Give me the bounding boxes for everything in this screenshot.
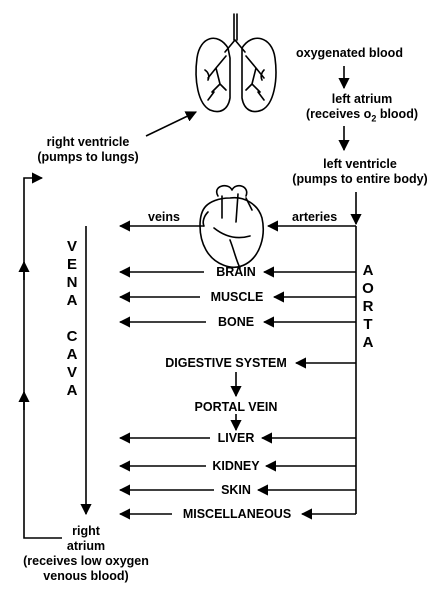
vertical-letter: V — [66, 238, 77, 255]
organ-digestive-system: DIGESTIVE SYSTEM — [165, 356, 287, 370]
right-atrium-title-2: atrium — [66, 539, 106, 553]
vertical-letter: A — [66, 292, 78, 309]
organ-portal-vein: PORTAL VEIN — [194, 400, 278, 414]
left-ventricle-title: left ventricle — [323, 157, 397, 171]
oxygen-subscript: 2 — [371, 113, 377, 124]
veins-label: veins — [148, 210, 180, 224]
left-atrium-desc: (receives o2 blood) — [306, 107, 418, 127]
vertical-letter: A — [362, 334, 374, 351]
arteries-label: arteries — [292, 210, 338, 224]
right-atrium-label: right atrium (receives low oxygen venous… — [23, 524, 149, 584]
left-atrium-label: left atrium (receives o2 blood) — [306, 92, 418, 127]
vertical-letter: N — [66, 274, 78, 291]
organ-kidney: KIDNEY — [212, 459, 260, 473]
right-atrium-desc-2: venous blood) — [43, 569, 129, 583]
vertical-letter: O — [362, 280, 374, 297]
organ-bone: BONE — [217, 315, 255, 329]
organ-liver: LIVER — [217, 431, 255, 445]
vertical-letter: A — [66, 382, 78, 399]
right-atrium-title-1: right — [72, 524, 100, 538]
vertical-letter: E — [66, 256, 77, 273]
oxygenated-blood-label: oxygenated blood — [296, 46, 403, 60]
organ-miscellaneous: MISCELLANEOUS — [182, 507, 292, 521]
left-atrium-desc-post: blood) — [376, 107, 418, 121]
left-atrium-title: left atrium — [331, 92, 393, 106]
heart-icon — [199, 184, 264, 269]
vertical-letter: A — [362, 262, 374, 279]
left-atrium-desc-pre: (receives o — [306, 107, 372, 121]
vertical-letter: V — [66, 364, 77, 381]
lungs-icon — [195, 13, 277, 113]
right-ventricle-desc: (pumps to lungs) — [37, 150, 139, 164]
vertical-letter: T — [363, 316, 373, 333]
right-atrium-desc-1: (receives low oxygen — [23, 554, 149, 568]
right-ventricle-title: right ventricle — [46, 135, 130, 149]
organ-skin: SKIN — [221, 483, 251, 497]
vertical-letter: C — [66, 328, 78, 345]
vertical-letter — [64, 310, 80, 328]
left-ventricle-desc: (pumps to entire body) — [292, 172, 428, 186]
vertical-letter: A — [66, 346, 78, 363]
left-ventricle-label: left ventricle (pumps to entire body) — [292, 157, 427, 187]
vertical-letter: R — [362, 298, 374, 315]
organ-brain: BRAIN — [216, 265, 256, 279]
right-ventricle-label: right ventricle (pumps to lungs) — [37, 135, 138, 165]
organ-muscle: MUSCLE — [210, 290, 264, 304]
arrow-right-atrium-to-right-ventricle — [23, 172, 62, 539]
arrow-right-ventricle-to-lungs — [145, 111, 198, 137]
